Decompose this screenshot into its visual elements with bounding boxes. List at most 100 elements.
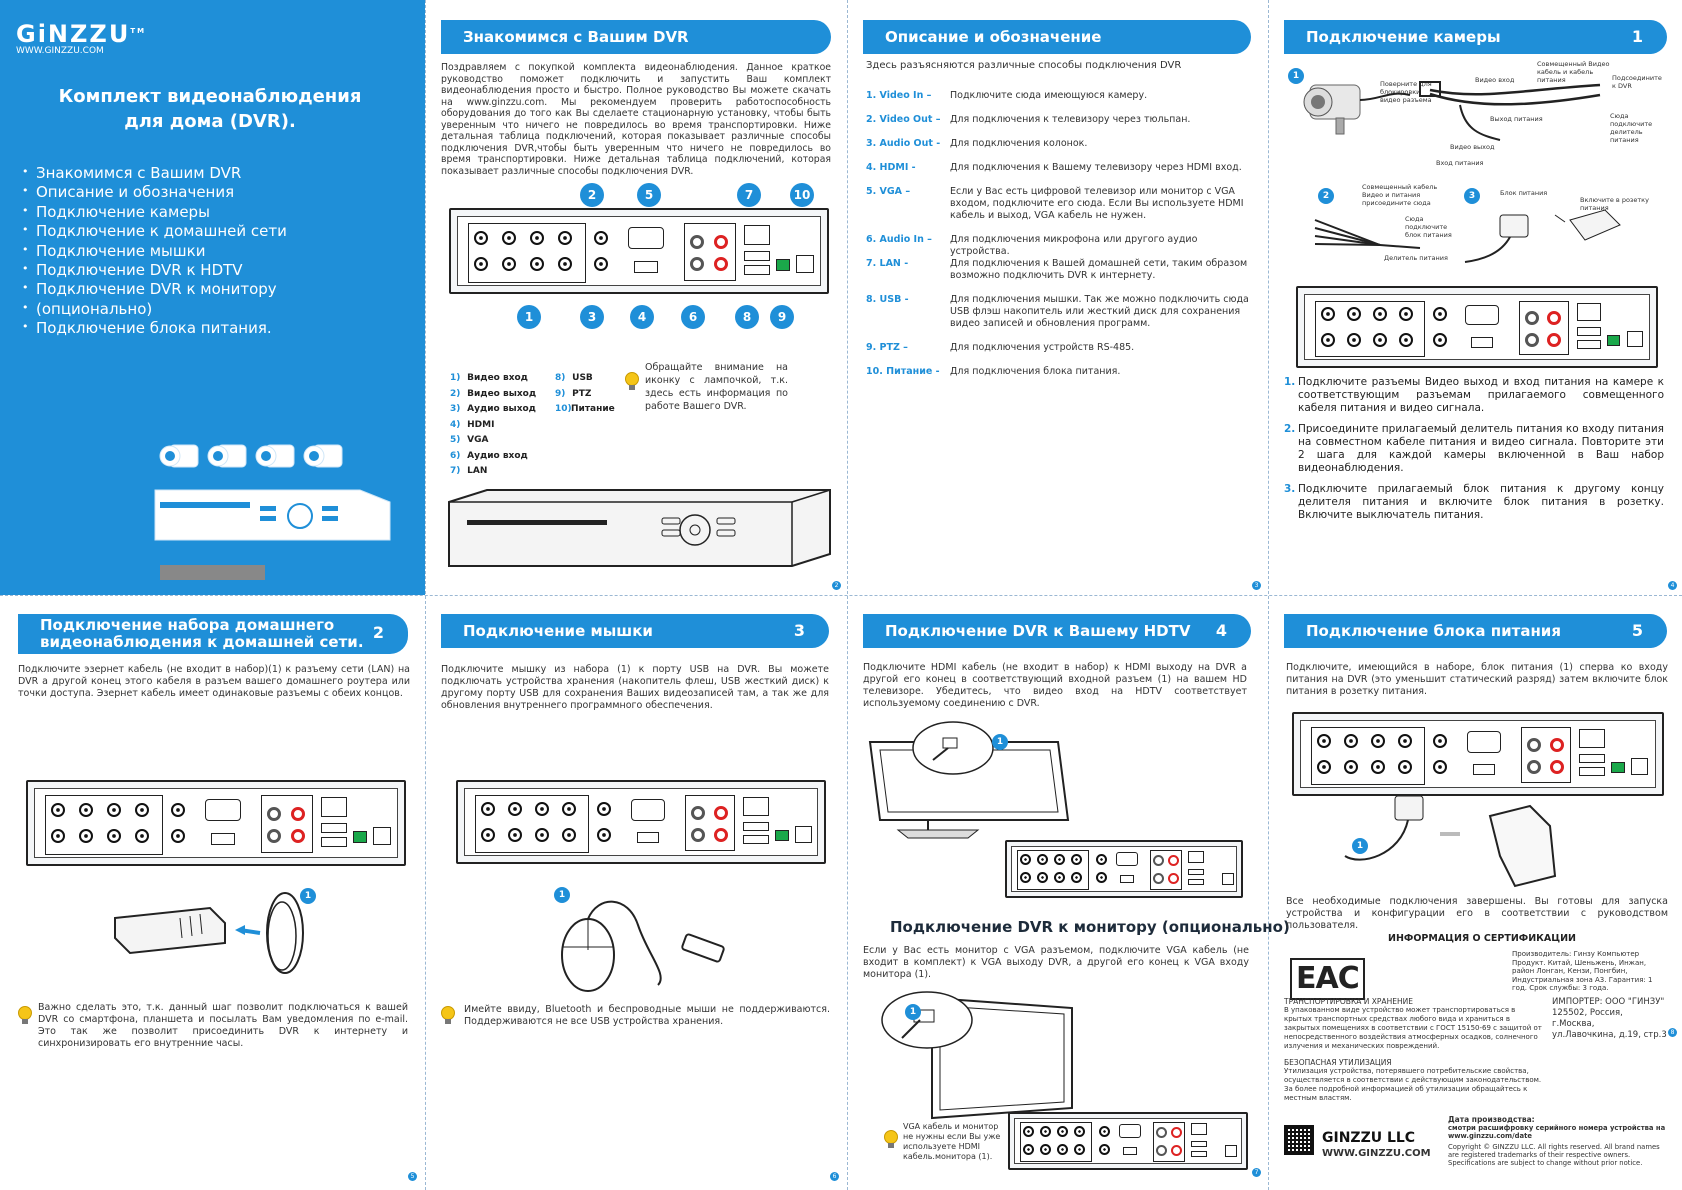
- step-number: 1: [300, 888, 316, 904]
- brand-logo: GiNZZUTM: [16, 20, 147, 48]
- toc-item: Подключение блока питания.: [22, 317, 287, 338]
- mouse-text: Подключите мышку из набора (1) к порту U…: [441, 664, 829, 711]
- manufacturer-text: Производитель: Гинзу Компьютер Продукт. …: [1512, 950, 1653, 992]
- dvr-back-panel: [1296, 286, 1658, 368]
- section-header: Описание и обозначение: [863, 20, 1251, 54]
- section-header: Подключение набора домашнего видеонаблюд…: [18, 614, 408, 654]
- power-text: Подключите, имеющийся в наборе, блок пит…: [1286, 662, 1668, 697]
- callout-number: 8: [735, 305, 759, 329]
- monitor-illustration: [881, 991, 1073, 1120]
- production-date: Дата производства: смотри расшифровку се…: [1448, 1115, 1666, 1168]
- list-item: 7. LAN -Для подключения к Вашей домашней…: [866, 258, 1248, 281]
- page-number: 7: [1252, 1168, 1261, 1177]
- callout-number: 6: [681, 305, 705, 329]
- list-item: 1.Подключите разъемы Видео выход и вход …: [1284, 376, 1664, 414]
- label: Видео вход: [1475, 76, 1515, 84]
- intro-text: Поздравляем с покупкой комплекта видеона…: [441, 62, 831, 177]
- hdtv-illustration: [868, 721, 1070, 839]
- mouse-illustration: [561, 900, 725, 992]
- power-splitter-illustration: [1314, 219, 1421, 249]
- ethernet-cable-illustration: [114, 892, 304, 974]
- dvr-back-panel: [26, 780, 406, 866]
- step-number: 1: [992, 734, 1008, 750]
- toc-item: Описание и обозначения: [22, 181, 287, 202]
- transport-text: ТРАНСПОРТИРОВКА И ХРАНЕНИЕ В упакованном…: [1284, 997, 1542, 1050]
- cover-title: Комплект видеонаблюдения для дома (DVR).: [58, 86, 362, 132]
- page-number: 4: [1668, 581, 1677, 590]
- page-number: 5: [408, 1172, 417, 1181]
- list-item: 4. HDMI -Для подключения к Вашему телеви…: [866, 162, 1242, 173]
- dvr-back-panel: [1005, 840, 1243, 898]
- toc-item: Подключение к домашней сети: [22, 220, 287, 241]
- dvr-back-panel: [456, 780, 826, 864]
- cert-title: ИНФОРМАЦИЯ О СЕРТИФИКАЦИИ: [1388, 933, 1576, 944]
- power-adapter-illustration: [1344, 795, 1557, 888]
- dvr-kit-illustration: [154, 444, 391, 580]
- hdtv-text: Подключите HDMI кабель (не входит в набо…: [863, 662, 1247, 709]
- label: Совмещенный кабель Видео и питания присо…: [1362, 183, 1438, 207]
- toc-item: Подключение камеры: [22, 201, 287, 222]
- lightbulb-icon: [884, 1130, 898, 1148]
- tip-text: Обращайте внимание на иконку с лампочкой…: [645, 362, 788, 412]
- port-legend: 1) Видео вход 2) Видео выход 3) Аудио вы…: [450, 373, 537, 476]
- lightbulb-icon: [18, 1006, 32, 1024]
- list-item: 10. Питание -Для подключения блока питан…: [866, 366, 1121, 377]
- label: Сюда подключите делитель питания: [1610, 112, 1653, 144]
- page-number: 2: [832, 581, 841, 590]
- mouse-tip: Имейте ввиду, Bluetooth и беспроводные м…: [464, 1004, 830, 1027]
- step-number: 1: [1288, 68, 1304, 84]
- step-number: 2: [1318, 188, 1334, 204]
- label: Поверните для блокировки видео разъема: [1380, 80, 1432, 104]
- page-number: 6: [830, 1172, 839, 1181]
- label: Делитель питания: [1384, 254, 1448, 262]
- step-number: 1: [905, 1004, 921, 1020]
- combined-cable-illustration: [1419, 81, 1601, 141]
- list-item: 6. Audio In –Для подключения микрофона и…: [866, 234, 1198, 257]
- label: Подсоедините к DVR: [1612, 74, 1662, 90]
- lightbulb-icon: [441, 1006, 455, 1024]
- section-subheader: Подключение DVR к монитору (опционально): [890, 918, 1290, 936]
- power-adapter-illustration: [1464, 209, 1621, 263]
- list-item: 8. USB -Для подключения мышки. Так же мо…: [866, 294, 1249, 329]
- callout-number: 5: [637, 183, 661, 207]
- fold-line: [0, 595, 1682, 596]
- dvr-front-illustration: [448, 489, 831, 567]
- label: Включите в розетку питания: [1580, 196, 1649, 212]
- list-item: 3. Audio Out -Для подключения колонок.: [866, 138, 1088, 149]
- list-item: 2. Video Out –Для подключения к телевизо…: [866, 114, 1191, 125]
- list-item: 1. Video In –Подключите сюда имеющуюся к…: [866, 90, 1148, 101]
- port-legend: 8) USB 9) PTZ 10)Питание: [555, 373, 615, 414]
- label: Сюда подключите блок питания: [1405, 215, 1452, 239]
- step-number: 1: [554, 887, 570, 903]
- footer-url: WWW.GINZZU.COM: [1322, 1148, 1431, 1159]
- monitor-tip: VGA кабель и монитор не нужны если Вы уж…: [903, 1122, 1001, 1161]
- page-number: 8: [1668, 1028, 1677, 1037]
- label: Выход питания: [1490, 115, 1543, 123]
- power-done-text: Все необходимые подключения завершены. В…: [1286, 896, 1668, 931]
- dvr-back-panel: [1292, 712, 1664, 796]
- callout-number: 4: [630, 305, 654, 329]
- cover-panel: GiNZZUTM WWW.GINZZU.COM Комплект видеона…: [0, 0, 425, 595]
- dvr-back-panel: [1008, 1112, 1248, 1170]
- network-text: Подключите эзернет кабель (не входит в н…: [18, 664, 410, 699]
- camera-steps: 1.Подключите разъемы Видео выход и вход …: [1284, 376, 1664, 530]
- callout-number: 7: [737, 183, 761, 207]
- desc-lead: Здесь разъясняются различные способы под…: [866, 60, 1182, 71]
- dvr-back-panel: [449, 208, 829, 294]
- toc-item: Подключение DVR к HDTV: [22, 259, 287, 280]
- list-item: 3.Подключите прилагаемый блок питания к …: [1284, 483, 1664, 521]
- qr-code-icon: [1284, 1125, 1314, 1155]
- callout-number: 3: [580, 305, 604, 329]
- list-item: 9. PTZ –Для подключения устройств RS-485…: [866, 342, 1135, 353]
- callout-number: 9: [770, 305, 794, 329]
- importer-text: ИМПОРТЕР: ООО "ГИНЗУ" 125502, Россия, г.…: [1552, 997, 1667, 1040]
- step-number: 1: [1352, 838, 1368, 854]
- callout-number: 10: [790, 183, 814, 207]
- list-item: 5. VGA –Если у Вас есть цифровой телевиз…: [866, 186, 1244, 221]
- step-number: 3: [1464, 188, 1480, 204]
- toc-item: (опционально): [22, 298, 287, 319]
- toc-item: Подключение DVR к монитору: [22, 278, 287, 299]
